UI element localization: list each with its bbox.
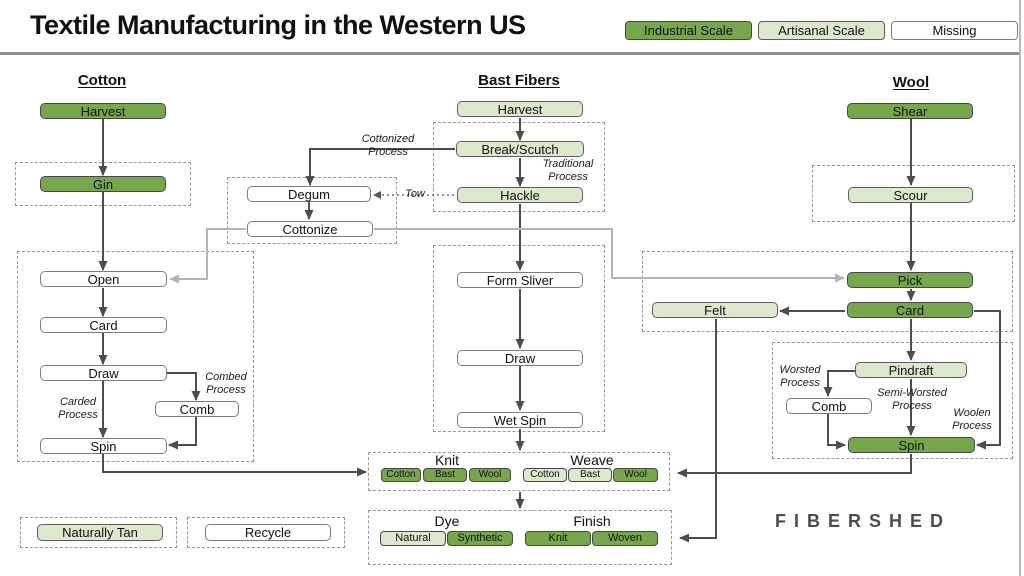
weave-chips: Cotton Bast Wool (523, 468, 658, 482)
wool-pick-card-felt-group-box (642, 251, 1013, 332)
arrow-cotton-draw-comb (167, 372, 201, 401)
dye-group-label: Dye (434, 513, 460, 529)
wool-spin-node: Spin (848, 437, 975, 453)
wool-pindraft-node: Pindraft (855, 362, 967, 378)
dye-natural-chip: Natural (380, 531, 446, 546)
finish-group-label: Finish (573, 513, 611, 529)
wool-pick-node: Pick (847, 272, 973, 288)
finish-woven-chip: Woven (592, 531, 658, 546)
combed-process-label: Combed Process (205, 371, 247, 396)
recycle-group-box (187, 517, 345, 548)
finish-knit-chip: Knit (525, 531, 591, 546)
wool-felt-node: Felt (652, 302, 778, 318)
weave-wool-chip: Wool (613, 468, 658, 482)
legend: Industrial Scale Artisanal Scale Missing (625, 21, 1018, 40)
weave-cotton-chip: Cotton (523, 468, 567, 482)
page-title: Textile Manufacturing in the Western US (30, 10, 526, 40)
wool-comb-node: Comb (786, 398, 872, 414)
cotton-gin-node: Gin (40, 176, 166, 192)
arrow-cotton-comb-spin (168, 417, 197, 450)
wool-scour-group-box (812, 165, 1015, 222)
degum-node: Degum (247, 186, 371, 202)
worsted-process-label: Worsted Process (779, 364, 821, 389)
bast-hackle-node: Hackle (457, 187, 583, 203)
naturally-tan-node: Naturally Tan (37, 524, 163, 541)
cotton-column-header: Cotton (77, 72, 127, 89)
dye-chips: Natural Synthetic (380, 531, 513, 546)
weave-group-label: Weave (570, 452, 614, 468)
cotton-spin-node: Spin (40, 438, 167, 454)
naturally-tan-group-box (20, 517, 177, 548)
cotton-harvest-node: Harvest (40, 103, 166, 119)
weave-bast-chip: Bast (568, 468, 612, 482)
arrow-cottonize-pick (374, 228, 845, 283)
bast-form-sliver-node: Form Sliver (457, 272, 583, 288)
knit-cotton-chip: Cotton (381, 468, 421, 482)
bast-harvest-node: Harvest (457, 101, 583, 117)
legend-industrial: Industrial Scale (625, 21, 752, 40)
arrow-cotton-spin-knit (102, 454, 367, 477)
tow-label: Tow (405, 188, 425, 200)
wool-shear-node: Shear (847, 103, 973, 119)
arrow-wool-pindraft-comb (823, 370, 855, 397)
bast-wet-spin-node: Wet Spin (457, 412, 583, 428)
arrow-wool-felt-finish (679, 319, 717, 543)
dye-finish-group-box (368, 510, 672, 565)
cottonized-process-label: Cottonized Process (361, 133, 415, 158)
finish-chips: Knit Woven (525, 531, 658, 546)
wool-column-header: Wool (892, 74, 930, 91)
arrow-wool-comb-spin (827, 414, 846, 450)
fibershed-logo: FIBERSHED (775, 511, 952, 531)
dye-synthetic-chip: Synthetic (447, 531, 513, 546)
bast-break-scutch-node: Break/Scutch (456, 141, 584, 157)
woolen-process-label: Woolen Process (952, 407, 992, 432)
arrow-wool-spin-knitweave (677, 454, 912, 478)
cotton-spinning-group-box (17, 251, 254, 462)
semi-worsted-process-label: Semi-Worsted Process (877, 387, 947, 412)
wool-card-node: Card (847, 302, 973, 318)
arrow-wool-card-spin-woolen (974, 310, 1001, 450)
cottonize-node: Cottonize (247, 221, 373, 237)
cotton-comb-node: Comb (155, 401, 239, 417)
arrow-cottonize-open (169, 228, 246, 284)
legend-artisanal: Artisanal Scale (758, 21, 885, 40)
right-edge-line (1019, 0, 1021, 576)
knit-bast-chip: Bast (423, 468, 467, 482)
bast-draw-node: Draw (457, 350, 583, 366)
wool-scour-node: Scour (848, 187, 973, 203)
cotton-open-node: Open (40, 271, 167, 287)
arrow-bast-breakscutch-degum (305, 148, 455, 186)
bast-column-header: Bast Fibers (478, 72, 560, 89)
carded-process-label: Carded Process (58, 396, 98, 421)
knit-wool-chip: Wool (469, 468, 511, 482)
knit-chips: Cotton Bast Wool (381, 468, 511, 482)
legend-missing: Missing (891, 21, 1018, 40)
traditional-process-label: Traditional Process (542, 158, 594, 183)
knit-weave-group-box (368, 452, 670, 491)
title-divider (0, 52, 1019, 55)
recycle-node: Recycle (205, 524, 331, 541)
wool-worsted-group-box (772, 342, 1013, 459)
cotton-card-node: Card (40, 317, 167, 333)
cotton-draw-node: Draw (40, 365, 167, 381)
knit-group-label: Knit (434, 452, 460, 468)
